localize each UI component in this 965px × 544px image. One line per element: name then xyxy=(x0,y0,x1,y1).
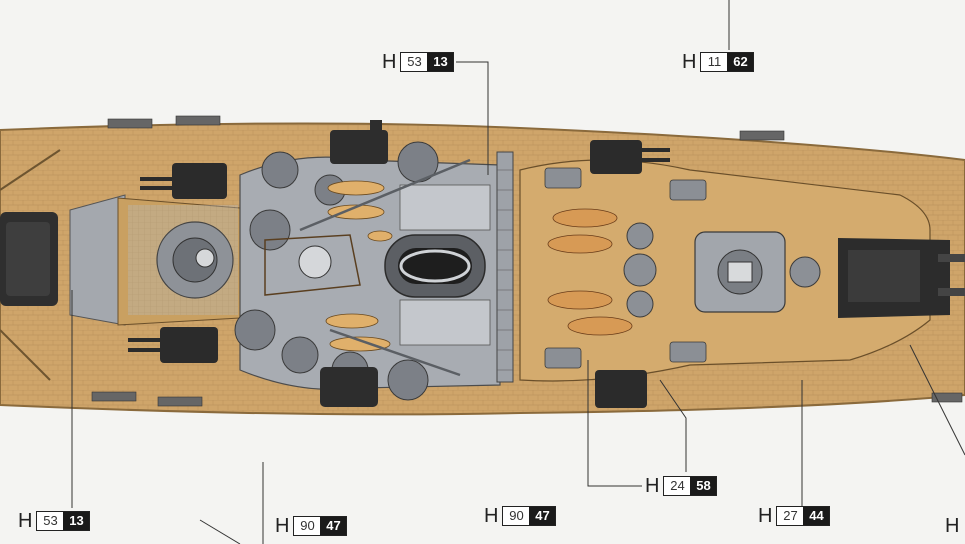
leader-lines xyxy=(71,0,965,544)
callout-code: 24 xyxy=(664,477,691,495)
main-turret-aft xyxy=(0,212,58,306)
callout-part: 44 xyxy=(803,507,830,525)
funnel xyxy=(384,234,486,298)
main-turret-mid-top xyxy=(330,120,388,164)
callout-prefix: H xyxy=(484,504,499,527)
cranes xyxy=(299,158,471,377)
callout-code: 53 xyxy=(37,512,64,530)
callout-h-edge: H xyxy=(945,515,963,537)
secondary-turret-forward-top xyxy=(590,140,670,174)
callout-part: 58 xyxy=(690,477,717,495)
callout-prefix: H xyxy=(645,474,660,497)
callout-prefix: H xyxy=(275,514,290,537)
callout-prefix: H xyxy=(945,514,960,537)
callout-part: 47 xyxy=(320,517,347,535)
deck-edge-fittings xyxy=(91,115,963,407)
forward-bridge xyxy=(694,231,786,313)
callout-part: 62 xyxy=(727,53,754,71)
anchor-chains xyxy=(0,149,61,381)
callout-code: 90 xyxy=(294,517,321,535)
aft-superstructure xyxy=(69,194,126,326)
callout-code: 11 xyxy=(701,53,728,71)
callout-code: 53 xyxy=(401,53,428,71)
callout-part: 13 xyxy=(63,512,90,530)
secondary-turret-aft-bottom xyxy=(128,327,218,363)
boats-aft xyxy=(325,180,393,352)
callout-prefix: H xyxy=(382,50,397,73)
secondary-turret-aft-top xyxy=(140,163,227,199)
boats-forward xyxy=(547,208,633,336)
callout-prefix: H xyxy=(18,509,33,532)
callout-part: 47 xyxy=(529,507,556,525)
callout-prefix: H xyxy=(682,50,697,73)
bridge-dome xyxy=(298,245,332,279)
callout-part: 13 xyxy=(427,53,454,71)
secondary-turret-forward-bottom xyxy=(595,370,647,408)
main-turret-forward xyxy=(838,238,965,318)
callout-code: 90 xyxy=(503,507,530,525)
aa-mounts-forward xyxy=(544,167,707,369)
main-turret-mid-bottom xyxy=(320,367,378,407)
catwalk-rail xyxy=(496,151,514,383)
forward-turrets xyxy=(623,222,821,318)
callout-code: 27 xyxy=(777,507,804,525)
callout-prefix: H xyxy=(758,504,773,527)
